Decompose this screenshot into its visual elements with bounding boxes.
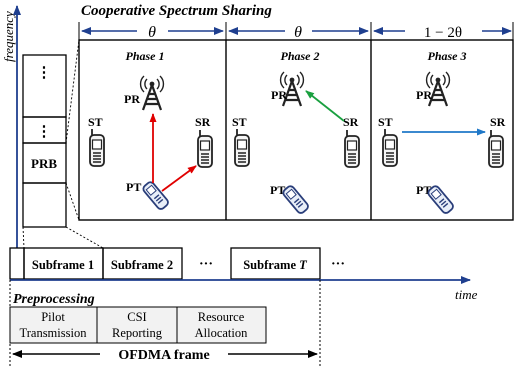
duration-label-1: θ (148, 24, 156, 41)
pt-label: PT (126, 180, 141, 194)
zoom-lines (65, 39, 80, 221)
phase-2-panel: Phase 2 PR ST SR PT (232, 49, 360, 216)
step-resource-line2: Allocation (195, 326, 249, 340)
subframe-1-label: Subframe 1 (32, 258, 94, 272)
step-pilot-line2: Transmission (20, 326, 88, 340)
step-csi-line1: CSI (127, 310, 146, 324)
st-label: ST (232, 115, 247, 129)
time-axis-label: time (455, 287, 478, 302)
pr-tower-icon (139, 74, 165, 112)
pr-label: PR (271, 88, 287, 102)
prb-column (22, 54, 67, 228)
subframe-t-label: Subframe T (243, 258, 308, 272)
prb-dots-top: ⋮ (37, 65, 52, 81)
prb-label: PRB (31, 156, 57, 171)
prb-dots-mid: ⋮ (37, 124, 52, 140)
pt-phone-icon (425, 183, 456, 216)
subframe-2-label: Subframe 2 (111, 258, 173, 272)
sr-to-pr-arrow (305, 90, 345, 122)
subframe-row (9, 247, 321, 280)
st-phone-icon (89, 128, 105, 167)
phase-1-panel: Phase 1 PR ST SR PT (88, 49, 213, 212)
preprocessing-steps (9, 306, 267, 344)
duration-label-2: θ (294, 24, 302, 41)
pt-label: PT (416, 183, 431, 197)
sr-phone-icon (197, 129, 213, 168)
phase-panel-frame (78, 39, 514, 221)
phase-1-label: Phase 1 (126, 49, 165, 63)
pt-phone-icon (140, 179, 171, 212)
subframe-ellipsis-2: ··· (331, 257, 345, 272)
st-phone-icon (382, 128, 398, 167)
step-resource-line1: Resource (198, 310, 245, 324)
step-csi-line2: Reporting (112, 326, 163, 340)
pt-phone-icon (280, 183, 311, 216)
preprocessing-title: Preprocessing (13, 292, 95, 307)
sr-label: SR (490, 115, 506, 129)
subframe-ellipsis-1: ··· (199, 257, 213, 272)
phase-3-label: Phase 3 (428, 49, 467, 63)
ofdma-frame-label: OFDMA frame (118, 348, 209, 363)
duration-label-3: 1 − 2θ (424, 25, 462, 41)
pt-to-sr-arrow (161, 165, 197, 192)
subframe-zoom-lines (22, 226, 104, 249)
pt-label: PT (270, 183, 285, 197)
sr-phone-icon (344, 129, 360, 168)
pr-label: PR (124, 92, 140, 106)
phase-3-panel: Phase 3 PR ST SR PT (378, 49, 506, 216)
st-label: ST (88, 115, 103, 129)
st-phone-icon (234, 128, 250, 167)
sr-label: SR (343, 115, 359, 129)
diagram-title: Cooperative Spectrum Sharing (81, 3, 272, 19)
st-label: ST (378, 115, 393, 129)
pr-label: PR (416, 88, 432, 102)
phase-boundaries (78, 22, 514, 40)
step-pilot-line1: Pilot (41, 310, 65, 324)
sr-phone-icon (488, 129, 504, 168)
sr-label: SR (195, 115, 211, 129)
frequency-axis-label: frequency (1, 11, 16, 62)
phase-2-label: Phase 2 (281, 49, 320, 63)
